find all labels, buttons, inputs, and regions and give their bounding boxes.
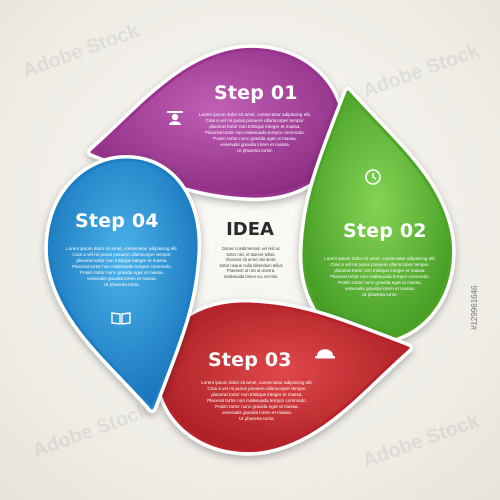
step-02-shape xyxy=(298,87,456,345)
step-04-shape xyxy=(44,155,202,413)
stock-id: #129961646 xyxy=(470,285,479,331)
step-02-body: Lorem ipsum dolor sit amet, consectetur … xyxy=(324,256,436,297)
book-icon xyxy=(111,312,131,325)
step-03-title: Step 03 xyxy=(208,349,292,371)
hard-hat-icon xyxy=(315,349,335,359)
step-01-shape xyxy=(87,44,345,202)
step-03-body: Lorem ipsum dolor sit amet, consectetur … xyxy=(201,380,313,421)
center-body: Donec condimentum vel nisl ac tortor nis… xyxy=(219,246,283,279)
step-01-title: Step 01 xyxy=(214,82,298,104)
center-title: IDEA xyxy=(226,219,274,240)
step-04-body: Lorem ipsum dolor sit amet, consectetur … xyxy=(66,246,178,287)
businessman-icon xyxy=(167,111,183,125)
clock-icon xyxy=(365,169,381,185)
step-04-title: Step 04 xyxy=(75,210,159,232)
step-02-title: Step 02 xyxy=(343,220,427,242)
step-01-body: Lorem ipsum dolor sit amet, consectetur … xyxy=(199,112,311,153)
